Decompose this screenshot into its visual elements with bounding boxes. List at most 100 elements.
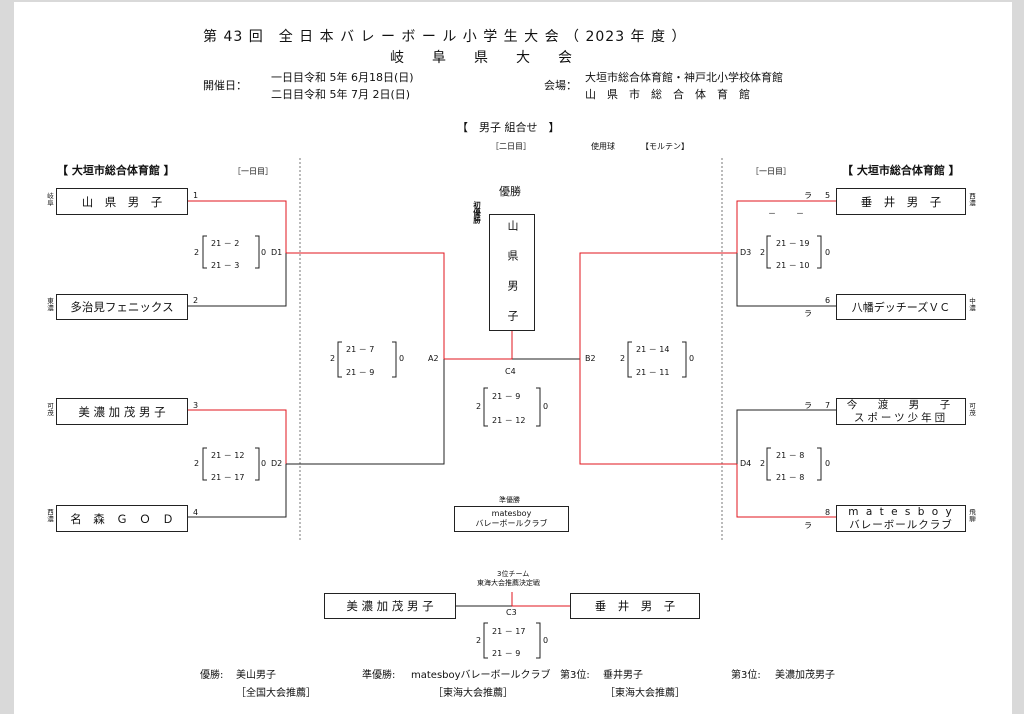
match-label-d3: D3 xyxy=(740,248,752,257)
d2-right-sets: 0 xyxy=(261,459,267,468)
result-third-note: ［東海大会推薦］ xyxy=(605,688,685,699)
venue-2: 山 県 市 総 合 体 育 館 xyxy=(585,88,750,101)
match-label-d1: D1 xyxy=(271,248,283,257)
champion-label: 優勝 xyxy=(499,185,521,198)
third-team-left: 美 濃 加 茂 男 子 xyxy=(324,593,456,619)
ball-label: 使用球 xyxy=(591,142,615,151)
c3-set1: 21 － 17 xyxy=(492,627,526,636)
left-venue: 【 大垣市総合体育館 】 xyxy=(57,164,175,177)
line-t3-win xyxy=(188,409,287,464)
third-label-2: 東海大会推薦決定戦 xyxy=(477,579,540,587)
champion-box: 山 県 男 子 xyxy=(489,214,535,331)
line-t2 xyxy=(188,253,287,307)
d4-set2: 21 － 8 xyxy=(776,473,805,482)
pref-t2: 東濃 xyxy=(47,297,54,313)
runner-up-line1: matesboy xyxy=(491,509,532,519)
c4-left-sets: 2 xyxy=(476,402,482,411)
line-t7 xyxy=(736,409,836,464)
match-label-b2: B2 xyxy=(585,354,596,363)
bracket-d3 xyxy=(766,235,822,269)
c3-right-sets: 0 xyxy=(543,636,549,645)
third-label-1: 3位チーム xyxy=(497,570,530,578)
date-label: 開催日： xyxy=(203,79,247,92)
line-t5-win xyxy=(736,200,836,253)
bracket-b2 xyxy=(627,341,687,378)
venue-label: 会場： xyxy=(544,79,577,92)
line-d1-win xyxy=(286,252,445,359)
c4-set2: 21 － 12 xyxy=(492,416,526,425)
match-label-c4: C4 xyxy=(505,367,516,376)
runner-up-line2: バレーボールクラブ xyxy=(475,519,548,528)
match-label-d4: D4 xyxy=(740,459,752,468)
mark-t6: ラ xyxy=(804,309,812,318)
b2-set1: 21 － 14 xyxy=(636,345,670,354)
c4-set1: 21 － 9 xyxy=(492,392,521,401)
runner-up-label: 準優勝 xyxy=(499,496,520,504)
team-t7-line1: 今 渡 男 子 xyxy=(846,399,956,412)
team-box-t6: 八幡デッチーズＶＣ xyxy=(836,294,966,320)
day2-date: 二日目令和 5年 7月 2日(日) xyxy=(271,88,411,101)
result-winner: 美山男子 xyxy=(236,670,276,681)
match-label-a2: A2 xyxy=(428,354,439,363)
match-label-c3: C3 xyxy=(506,608,517,617)
match-label-d2: D2 xyxy=(271,459,283,468)
bracket-c3 xyxy=(483,622,541,659)
bracket-d1 xyxy=(202,235,260,269)
pref-t1: 岐阜 xyxy=(47,192,54,208)
d1-set1: 21 － 2 xyxy=(211,239,240,248)
pref-t8: 飛騨 xyxy=(969,508,976,524)
mark-t5: ラ xyxy=(804,191,812,200)
d1-right-sets: 0 xyxy=(261,248,267,257)
bracket-c4 xyxy=(483,387,541,427)
pref-t4: 西濃 xyxy=(47,508,54,524)
day2-label: ［二日目］ xyxy=(491,142,531,151)
line-d4-win xyxy=(579,359,737,465)
day1-left-label: ［一日目］ xyxy=(233,167,273,176)
d2-left-sets: 2 xyxy=(194,459,200,468)
seed-t1: 1 xyxy=(193,191,199,200)
line-t4 xyxy=(188,464,287,518)
team-box-t5: 垂 井 男 子 xyxy=(836,188,966,215)
seed-t2: 2 xyxy=(193,296,199,305)
d1-set2: 21 － 3 xyxy=(211,261,240,270)
pref-t3: 可茂 xyxy=(47,402,54,418)
team-box-t3: 美 濃 加 茂 男 子 xyxy=(56,398,188,425)
team-box-t2: 多治見フェニックス xyxy=(56,294,188,320)
b2-set2: 21 － 11 xyxy=(636,368,670,377)
result-winner-note: ［全国大会推薦］ xyxy=(236,688,316,699)
result-winner-label: 優勝: xyxy=(200,670,224,681)
line-d2 xyxy=(286,359,445,465)
team-box-t8: m a t e s b o y バレーボールクラブ xyxy=(836,505,966,532)
seed-t4: 4 xyxy=(193,508,199,517)
bracket-sheet xyxy=(14,2,1012,714)
pref-t5: 西濃 xyxy=(969,192,976,208)
result-third: 垂井男子 xyxy=(603,670,643,681)
d4-right-sets: 0 xyxy=(825,459,831,468)
d2-set1: 21 － 12 xyxy=(211,451,245,460)
line-d3-win xyxy=(579,252,737,359)
d3-left-sets: 2 xyxy=(760,248,766,257)
a2-left-sets: 2 xyxy=(330,354,336,363)
team-t7-line2: スポーツ少年団 xyxy=(853,411,949,424)
day1-date: 一日目令和 5年 6月18日(日) xyxy=(271,71,414,84)
runner-up-box: matesboy バレーボールクラブ xyxy=(454,506,569,532)
pref-t7: 可茂 xyxy=(969,402,976,418)
line-t6 xyxy=(736,253,836,307)
venue-1: 大垣市総合体育館・神戸北小学校体育館 xyxy=(585,71,783,84)
d2-set2: 21 － 17 xyxy=(211,473,245,482)
d4-set1: 21 － 8 xyxy=(776,451,805,460)
a2-right-sets: 0 xyxy=(399,354,405,363)
result-second-note: ［東海大会推薦］ xyxy=(433,688,513,699)
result-second-label: 準優勝: xyxy=(362,670,396,681)
first-win-label: 初優勝 xyxy=(472,201,482,224)
b2-left-sets: 2 xyxy=(620,354,626,363)
dash-mark: － － xyxy=(768,209,810,218)
team-t8-line1: m a t e s b o y xyxy=(848,506,954,519)
day1-right-label: ［一日目］ xyxy=(751,167,791,176)
seed-t6: 6 xyxy=(825,296,831,305)
d3-right-sets: 0 xyxy=(825,248,831,257)
d3-set1: 21 － 19 xyxy=(776,239,810,248)
seed-t3: 3 xyxy=(193,401,199,410)
tournament-title: 第 43 回 全 日 本 バ レ ー ボ ー ル 小 学 生 大 会 （ 202… xyxy=(203,29,687,45)
